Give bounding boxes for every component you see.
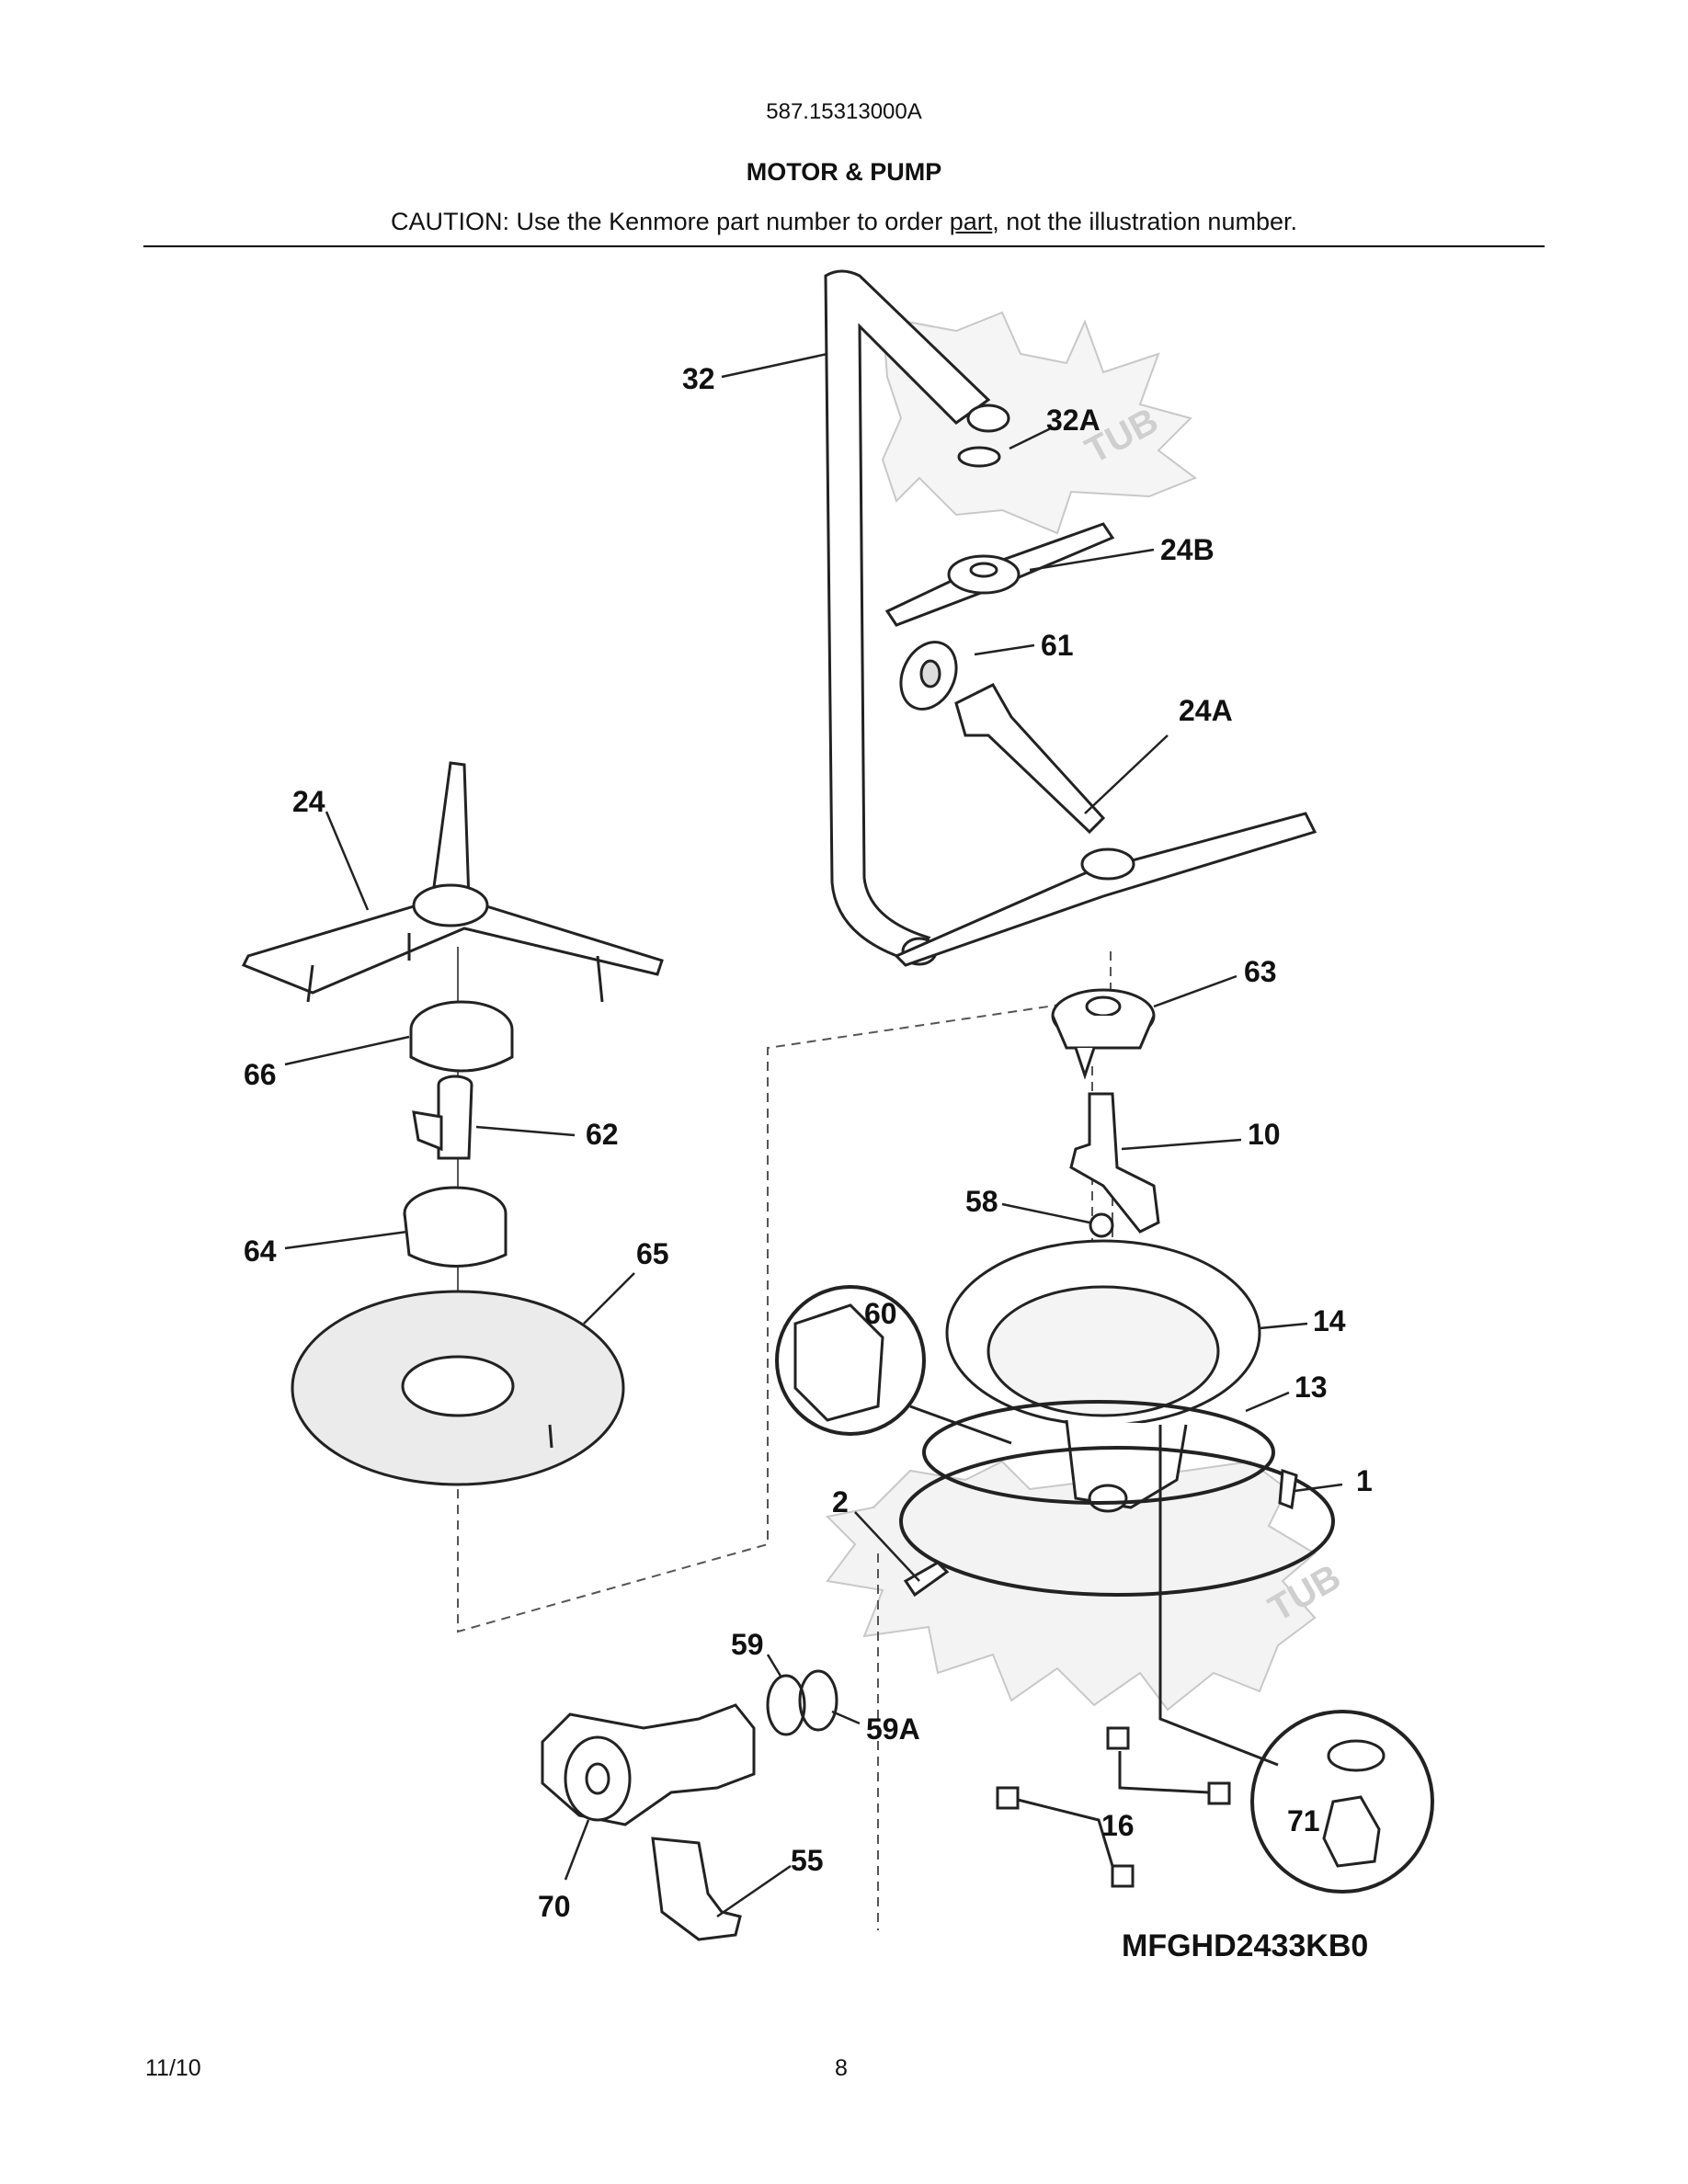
callout-13: 13	[1295, 1371, 1328, 1404]
callout-2: 2	[832, 1485, 849, 1519]
callout-64: 64	[244, 1234, 277, 1268]
filter-cup-part-64	[403, 1186, 508, 1268]
part-10	[1069, 1092, 1160, 1234]
spray-arm-part-24	[241, 761, 664, 1003]
caution-note: CAUTION: Use the Kenmore part number to …	[0, 208, 1688, 236]
motor-part-70	[541, 1703, 756, 1826]
callout-24b: 24B	[1160, 533, 1215, 566]
callout-65: 65	[636, 1237, 669, 1270]
callout-24: 24	[292, 785, 325, 818]
callout-61: 61	[1041, 629, 1074, 662]
callout-59: 59	[731, 1628, 764, 1661]
sump-housing-part-14	[945, 1239, 1261, 1513]
callout-63: 63	[1244, 955, 1277, 988]
o-ring-part-59	[766, 1674, 806, 1736]
caution-prefix: CAUTION: Use the Kenmore part number to …	[391, 208, 950, 235]
section-title: MOTOR & PUMP	[746, 158, 942, 186]
caution-suffix: , not the illustration number.	[992, 208, 1297, 235]
clamp-ring-part-2	[899, 1446, 1335, 1597]
inset-part-60	[775, 1285, 1012, 1445]
disc-part-61	[899, 641, 958, 711]
callout-66: 66	[244, 1058, 277, 1091]
callout-58: 58	[965, 1185, 998, 1218]
callout-55: 55	[791, 1844, 824, 1877]
lower-spray-arm-part-24a	[894, 683, 1317, 967]
filter-plate-part-65	[291, 1290, 625, 1486]
callout-59a: 59A	[866, 1712, 920, 1746]
o-ring-part-59a	[798, 1669, 838, 1732]
clips-part-16	[996, 1726, 1231, 1888]
callout-24a: 24A	[1179, 694, 1233, 727]
header-rule	[143, 245, 1545, 247]
caution-part-link[interactable]: part	[949, 208, 993, 235]
upper-tub-fragment: TUB	[881, 311, 1198, 535]
callout-60: 60	[864, 1297, 897, 1330]
bracket-part-55	[651, 1837, 742, 1941]
callout-1: 1	[1356, 1464, 1373, 1497]
part-62	[412, 1075, 473, 1160]
callout-71: 71	[1287, 1804, 1320, 1837]
part-63	[1051, 988, 1156, 1080]
sensor-part-1	[1278, 1468, 1298, 1510]
footer-page-number: 8	[835, 2055, 848, 2081]
footer-date: 11/10	[145, 2055, 201, 2081]
ball-part-58	[1089, 1212, 1114, 1238]
inset-part-71	[1158, 1425, 1434, 1894]
gear-part-66	[409, 1000, 514, 1073]
seal-part-32a	[957, 446, 1001, 468]
callout-62: 62	[586, 1118, 619, 1151]
callout-32: 32	[682, 362, 715, 395]
callout-leader-lines	[284, 352, 1343, 1918]
callout-14: 14	[1313, 1304, 1346, 1337]
callout-32a: 32A	[1046, 404, 1101, 437]
model-number: MFGHD2433KB0	[1122, 1928, 1368, 1963]
callout-10: 10	[1248, 1118, 1281, 1151]
gasket-ring-part-13	[922, 1400, 1275, 1505]
clamp-part-2	[903, 1561, 950, 1598]
document-number: 587.15313000A	[766, 99, 922, 124]
callout-16: 16	[1101, 1809, 1135, 1842]
callout-70: 70	[538, 1890, 571, 1923]
upper-spray-arm-part-24b	[884, 522, 1115, 627]
